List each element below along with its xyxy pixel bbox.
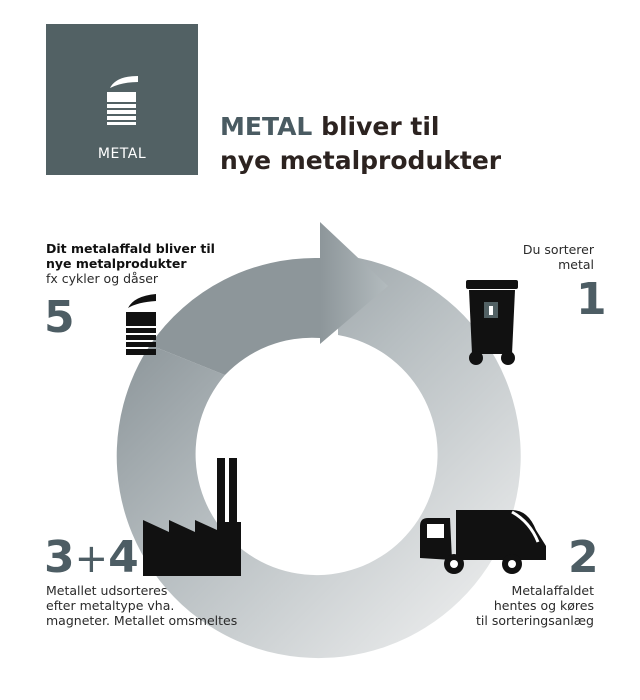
page-title: METAL bliver til nye metalprodukter: [220, 110, 501, 178]
step-2-text-line3: til sorteringsanlæg: [476, 613, 594, 628]
step-3-4-caption: Metallet udsorteres efter metaltype vha.…: [46, 583, 237, 628]
metal-badge: METAL: [46, 24, 198, 175]
step-3-4-text-line3: magneter. Metallet omsmeltes: [46, 613, 238, 628]
step-5-bold-line1: Dit metalaffald bliver til: [46, 241, 215, 256]
step-3-4-text-line2: efter metaltype vha.: [46, 598, 175, 613]
step-4-number: 4: [108, 532, 139, 583]
title-accent: METAL: [220, 112, 313, 141]
garbage-truck-icon: [420, 510, 546, 574]
step-1-caption: Du sorterer metal: [523, 242, 594, 272]
metal-can-icon: [107, 76, 138, 125]
step-1-text-line1: Du sorterer: [522, 242, 594, 257]
step-3-number: 3: [44, 532, 75, 583]
step-1-number: 1: [576, 274, 607, 325]
step-2-caption: Metalaffaldet hentes og køres til sorter…: [476, 583, 594, 628]
step-2-text-line2: hentes og køres: [493, 598, 594, 613]
step-5-bold-line2: nye metalprodukter: [46, 256, 187, 271]
step-3-4-number: 3+4: [44, 536, 139, 582]
step-5-number: 5: [44, 292, 75, 343]
plus-sign: +: [74, 536, 109, 582]
step-2-number: 2: [568, 532, 599, 583]
step-2-text-line1: Metalaffaldet: [511, 583, 594, 598]
waste-bin-icon: [466, 280, 518, 365]
badge-label: METAL: [97, 146, 147, 162]
cycle-arrow-head: [320, 222, 388, 344]
title-line2: nye metalprodukter: [220, 146, 502, 175]
step-5-caption: Dit metalaffald bliver til nye metalprod…: [46, 241, 215, 286]
step-3-4-text-line1: Metallet udsorteres: [46, 583, 168, 598]
cycle-ring-arc: [150, 257, 320, 375]
title-line1: bliver til: [312, 112, 440, 141]
step-5-text: fx cykler og dåser: [46, 271, 159, 286]
step-1-text-line2: metal: [558, 257, 594, 272]
factory-icon: [143, 458, 241, 576]
metal-can-icon: [126, 294, 156, 355]
